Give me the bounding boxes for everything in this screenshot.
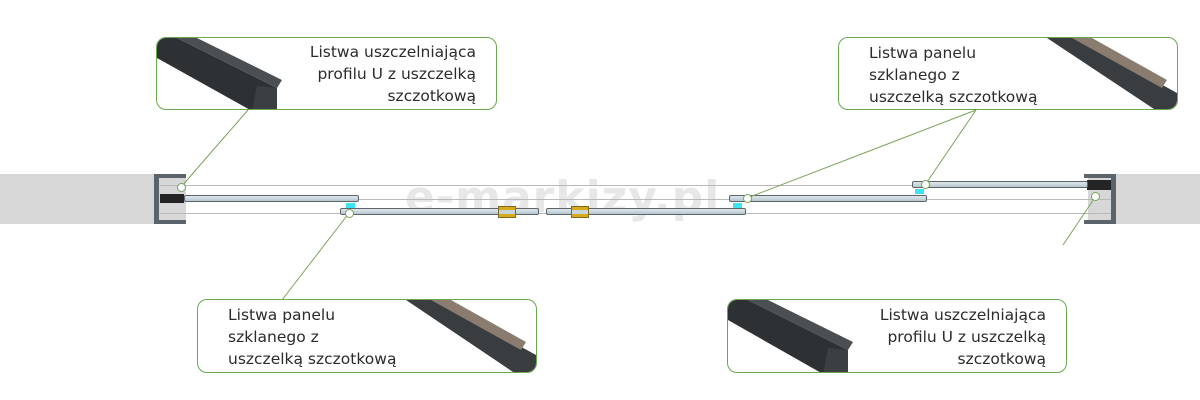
- anchor-dot: [177, 183, 186, 192]
- left-u-frame-bottom: [154, 220, 186, 224]
- callout-top-right: Listwa panelu szklanego z uszczelką szcz…: [838, 37, 1178, 110]
- right-seal-block: [1087, 180, 1111, 190]
- anchor-dot: [1091, 192, 1100, 201]
- track-rail-top: [160, 185, 1115, 186]
- glass-panel-2: [340, 208, 539, 215]
- left-seal-block: [160, 194, 184, 203]
- anchor-dot: [345, 209, 354, 218]
- right-u-frame: [1111, 174, 1116, 224]
- brush-seal: [915, 189, 924, 194]
- brush-strip-image: [1047, 38, 1177, 109]
- callout-bottom-right: Listwa uszczelniająca profilu U z uszcze…: [727, 299, 1067, 373]
- left-u-frame-top: [154, 174, 186, 178]
- left-u-frame: [154, 174, 159, 224]
- track-rail-middle: [160, 199, 1115, 200]
- handle: [571, 206, 589, 218]
- callout-label: Listwa panelu szklanego z uszczelką szcz…: [228, 306, 397, 368]
- anchor-dot: [921, 180, 930, 189]
- callout-label: Listwa uszczelniająca profilu U z uszcze…: [879, 306, 1046, 368]
- glass-panel-3: [546, 208, 746, 215]
- right-u-frame-top: [1084, 174, 1116, 178]
- brush-seal: [733, 203, 742, 208]
- glass-panel-4: [729, 195, 927, 202]
- brush-seal: [346, 203, 355, 208]
- handle: [498, 206, 516, 218]
- u-profile-image: [728, 300, 853, 372]
- callout-label: Listwa uszczelniająca profilu U z uszcze…: [309, 43, 476, 105]
- glass-panel-1: [184, 195, 359, 202]
- callout-bottom-left: Listwa panelu szklanego z uszczelką szcz…: [197, 299, 537, 373]
- glass-panel-5: [912, 181, 1088, 188]
- u-profile-image: [157, 38, 282, 109]
- brush-strip-image: [406, 300, 536, 372]
- callout-label: Listwa panelu szklanego z uszczelką szcz…: [869, 44, 1038, 106]
- right-u-frame-bottom: [1084, 220, 1116, 224]
- anchor-dot: [743, 194, 752, 203]
- callout-top-left: Listwa uszczelniająca profilu U z uszcze…: [156, 37, 497, 110]
